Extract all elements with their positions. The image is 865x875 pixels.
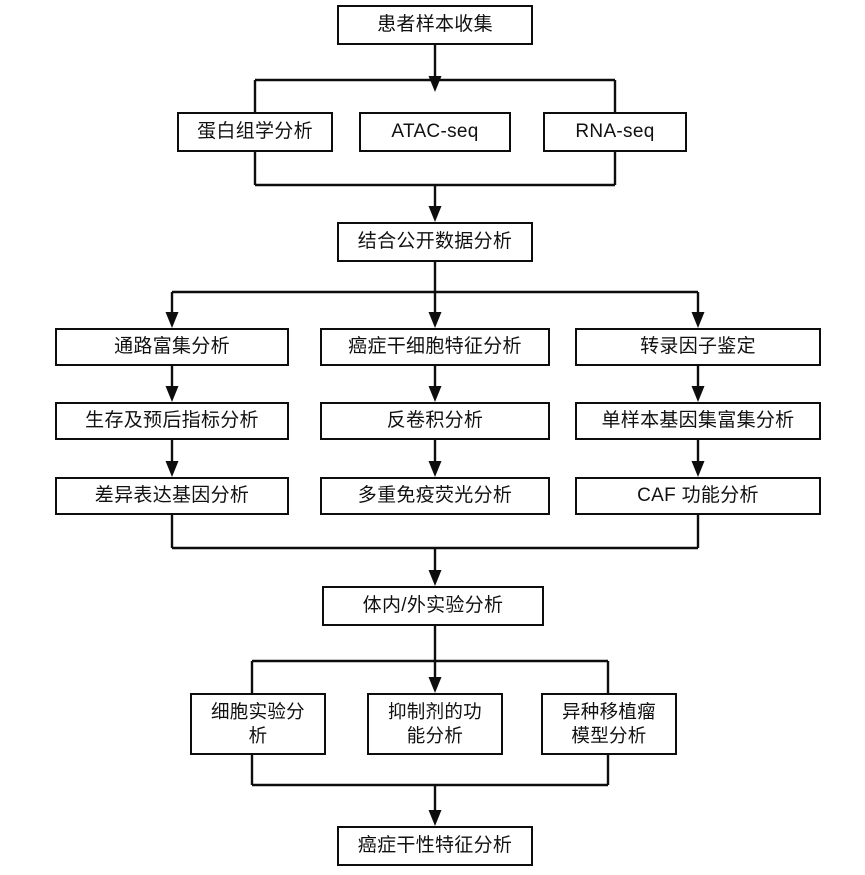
node-label: 多重免疫荧光分析 — [357, 485, 513, 507]
node-label: 癌症干性特征分析 — [357, 835, 513, 857]
connector-experiment-to-stemness — [250, 755, 610, 826]
node-csc-feature[interactable]: 癌症干细胞特征分析 — [320, 328, 550, 366]
node-proteomics[interactable]: 蛋白组学分析 — [177, 112, 333, 152]
node-label: ATAC-seq — [391, 121, 479, 143]
connector-public-data-to-analysis — [165, 262, 705, 328]
node-cell-experiment[interactable]: 细胞实验分 析 — [190, 693, 326, 755]
node-label: 癌症干细胞特征分析 — [348, 336, 522, 358]
node-inhibitor-function[interactable]: 抑制剂的功 能分析 — [367, 693, 503, 755]
node-caf-function[interactable]: CAF 功能分析 — [575, 477, 821, 515]
node-survival-prognosis[interactable]: 生存及预后指标分析 — [55, 402, 289, 440]
node-deconvolution[interactable]: 反卷积分析 — [320, 402, 550, 440]
node-public-data-analysis[interactable]: 结合公开数据分析 — [337, 222, 533, 262]
connector-column-arrows-row5-row6 — [165, 440, 705, 477]
connector-column-arrows-row4-row5 — [165, 366, 705, 402]
connector-experiment-split — [250, 626, 610, 693]
node-label: CAF 功能分析 — [637, 485, 759, 507]
node-label: 异种移植瘤 模型分析 — [561, 701, 656, 746]
node-pathway-enrichment[interactable]: 通路富集分析 — [55, 328, 289, 366]
connector-omics-to-public-data — [253, 152, 617, 222]
node-label: 蛋白组学分析 — [197, 121, 313, 143]
node-label: 细胞实验分 析 — [210, 701, 305, 746]
node-sample-collection[interactable]: 患者样本收集 — [337, 5, 533, 45]
node-label: 通路富集分析 — [114, 336, 230, 358]
connector-analysis-to-experiment — [170, 515, 700, 586]
node-label: 单样本基因集富集分析 — [601, 410, 795, 432]
node-atac-seq[interactable]: ATAC-seq — [359, 112, 511, 152]
node-label: 差异表达基因分析 — [94, 485, 250, 507]
node-ssgsea[interactable]: 单样本基因集富集分析 — [575, 402, 821, 440]
node-label: 抑制剂的功 能分析 — [387, 701, 482, 746]
node-label: 转录因子鉴定 — [640, 336, 756, 358]
node-label: 体内/外实验分析 — [362, 595, 504, 617]
node-deg-analysis[interactable]: 差异表达基因分析 — [55, 477, 289, 515]
node-label: 患者样本收集 — [377, 14, 493, 36]
node-rna-seq[interactable]: RNA-seq — [543, 112, 687, 152]
node-tf-identification[interactable]: 转录因子鉴定 — [575, 328, 821, 366]
node-multiplex-if[interactable]: 多重免疫荧光分析 — [320, 477, 550, 515]
node-xenograft-model[interactable]: 异种移植瘤 模型分析 — [541, 693, 677, 755]
node-label: 生存及预后指标分析 — [85, 410, 259, 432]
node-label: 反卷积分析 — [386, 410, 484, 432]
connector-sample-to-omics — [253, 45, 617, 112]
node-in-vivo-vitro[interactable]: 体内/外实验分析 — [322, 586, 544, 626]
node-label: RNA-seq — [575, 121, 655, 143]
node-cancer-stemness[interactable]: 癌症干性特征分析 — [337, 826, 533, 866]
node-label: 结合公开数据分析 — [357, 231, 513, 253]
